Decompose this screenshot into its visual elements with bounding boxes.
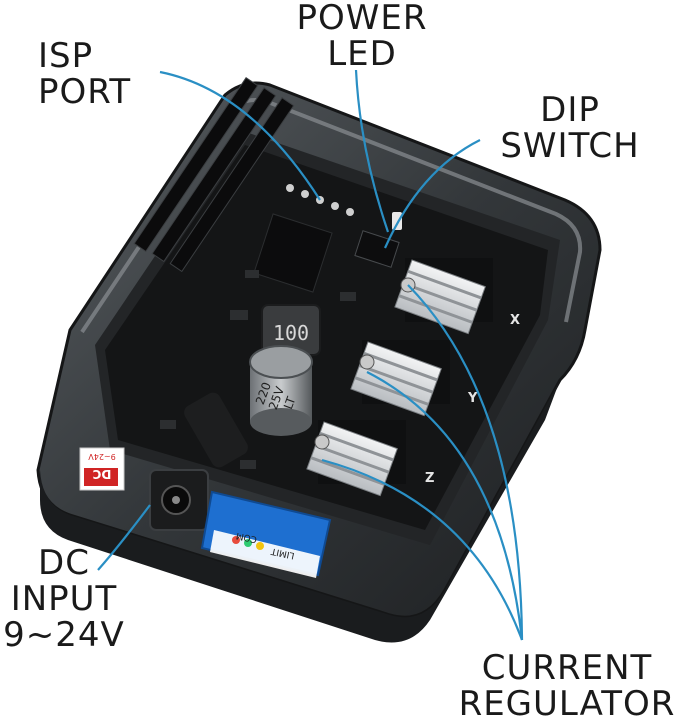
dc-tag-label: DC [92,467,111,481]
mcu-chip [253,213,333,293]
case-front-wall [40,380,560,643]
dc-tag-range: 9~24V [88,452,116,461]
inductor: 100 [261,304,321,356]
power-led-component [392,212,402,230]
axis-label-y: Y [467,391,478,406]
connector-label-com: COM [235,530,258,544]
label-dc-input: DC INPUT 9~24V [0,545,128,653]
capacitor: 220 25V LT [249,345,313,436]
stepper-driver-y [350,340,450,417]
leader-dip [383,139,481,249]
leader-cur-3 [321,458,524,641]
label-power-led-line1: POWER [296,0,428,38]
blue-connector: LIMIT COM [200,490,332,578]
label-current-regulator-line1: CURRENT [481,648,653,688]
axis-label-z: Z [425,471,434,486]
leader-lines [97,69,524,641]
label-current-regulator: CURRENT REGULATOR [440,650,694,722]
pin-header [133,77,295,273]
label-power-led: POWER LED [282,0,442,72]
label-dip-switch: DIP SWITCH [488,92,652,164]
label-dip-switch-line1: DIP [540,90,600,130]
capacitor-marking-3: LT [281,394,299,411]
potentiometer-y [359,354,375,370]
label-current-regulator-line2: REGULATOR [458,684,676,724]
axis-label-x: X [510,313,520,328]
label-dc-input-line2: INPUT [10,579,118,619]
inductor-marking: 100 [273,321,309,345]
label-isp-port: ISP PORT [38,38,131,110]
leader-cur-1 [407,284,524,641]
dc-jack [149,392,248,531]
leader-power [354,69,390,233]
connector-label-limit: LIMIT [270,545,296,560]
label-isp-port-line1: ISP [38,36,94,76]
label-dc-input-line3: 9~24V [3,615,125,655]
label-dc-input-line1: DC [38,543,90,583]
leader-cur-2 [366,371,524,641]
leader-dc [97,504,151,571]
label-power-led-line2: LED [327,34,397,74]
stepper-driver-x [394,258,493,335]
label-isp-port-line2: PORT [38,72,132,112]
dc-tag: DC 9~24V [79,447,125,491]
potentiometer-z [314,434,330,450]
leader-isp [159,70,321,201]
label-dip-switch-line2: SWITCH [500,126,640,166]
